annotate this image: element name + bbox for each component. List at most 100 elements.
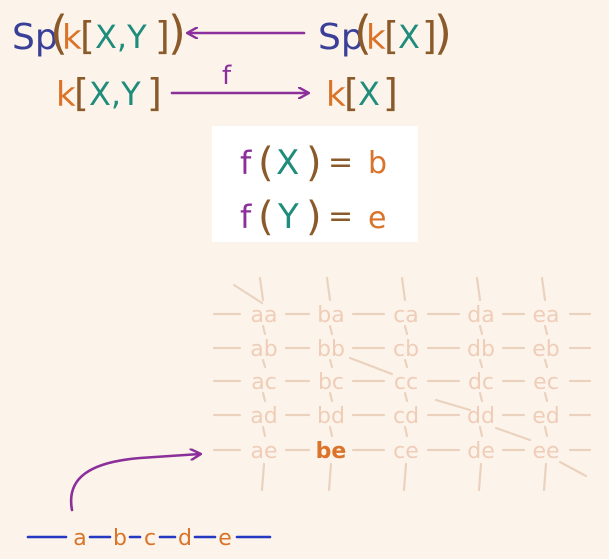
grid-vertical-segment bbox=[478, 425, 484, 438]
grid-vertical-segment bbox=[475, 276, 482, 302]
grid-vertical-segment bbox=[403, 324, 409, 336]
grid-vertical-segment bbox=[478, 324, 484, 336]
grid-label: ac bbox=[251, 370, 277, 395]
grid-label: ae bbox=[250, 439, 277, 464]
top-right-k: k bbox=[366, 18, 386, 58]
middle-row: k [ X,Y ] f k [ X ] bbox=[56, 61, 398, 115]
grid-label: cb bbox=[393, 337, 419, 362]
grid-vertical-segment bbox=[261, 324, 267, 336]
grid-label: de bbox=[467, 439, 495, 464]
top-right-close-paren: ) bbox=[434, 6, 452, 60]
grid-vertical-segment bbox=[403, 425, 409, 438]
top-right-close-bracket: ] bbox=[422, 14, 437, 58]
grid-vertical-segment bbox=[478, 358, 484, 369]
grid-label: cc bbox=[394, 370, 418, 395]
grid-vertical-segment bbox=[478, 391, 484, 403]
grid-vertical-segment bbox=[328, 391, 334, 403]
grid-vertical-segment bbox=[261, 358, 267, 369]
grid-label: bc bbox=[318, 370, 344, 395]
eq2-equals: = bbox=[328, 199, 353, 234]
mid-right-k: k bbox=[326, 75, 346, 115]
grid-vertical-segment bbox=[403, 391, 409, 403]
grid-vertical-segment bbox=[543, 425, 549, 438]
mid-left-k: k bbox=[56, 75, 76, 115]
top-left-close-paren: ) bbox=[168, 6, 186, 60]
grid-label: ee bbox=[532, 439, 559, 464]
eq2-close-paren: ) bbox=[306, 194, 322, 240]
grid-vertical-segment bbox=[328, 425, 334, 438]
top-right-open-paren: ( bbox=[354, 6, 372, 60]
grid-vertical-segment bbox=[402, 462, 408, 492]
definition-box: f ( X ) = b f ( Y ) = e bbox=[212, 126, 418, 242]
line-point-label: c bbox=[144, 526, 156, 551]
top-left-open-paren: ( bbox=[50, 6, 68, 60]
grid-lines bbox=[212, 276, 592, 492]
embedding-arrow bbox=[69, 454, 200, 512]
grid-label: aa bbox=[251, 303, 278, 328]
top-left-vars: X,Y bbox=[95, 18, 147, 56]
grid-vertical-segment bbox=[477, 462, 483, 492]
mid-left-open-bracket: [ bbox=[74, 71, 89, 115]
grid-diagonal-segment bbox=[348, 356, 394, 376]
definition-box-bg bbox=[212, 126, 418, 242]
eq1-val: b bbox=[368, 146, 387, 181]
eq2-open-paren: ( bbox=[258, 194, 274, 240]
eq2-f: f bbox=[240, 198, 252, 236]
grid-diagonal-segment bbox=[494, 426, 532, 442]
mid-right-open-bracket: [ bbox=[344, 71, 359, 115]
grid-vertical-segment bbox=[328, 358, 334, 369]
grid-label: ce bbox=[393, 439, 419, 464]
grid-label: da bbox=[467, 303, 494, 328]
mid-right-close-bracket: ] bbox=[383, 71, 398, 115]
eq2-var: Y bbox=[277, 197, 299, 237]
top-left-sp: Sp bbox=[12, 17, 58, 58]
eq1-close-paren: ) bbox=[306, 140, 322, 186]
top-right-open-bracket: [ bbox=[384, 14, 399, 58]
eq1-open-paren: ( bbox=[258, 140, 274, 186]
line-point-label: a bbox=[73, 526, 86, 551]
eq1-equals: = bbox=[328, 145, 353, 180]
top-right-vars: X bbox=[398, 18, 420, 56]
top-left-close-bracket: ] bbox=[155, 14, 170, 58]
mid-left-vars: X,Y bbox=[89, 75, 141, 113]
grid-label: ed bbox=[532, 404, 560, 429]
grid-label: dc bbox=[468, 370, 494, 395]
grid-label: ab bbox=[250, 337, 277, 362]
grid-label: eb bbox=[532, 337, 560, 362]
grid-label-highlight: be bbox=[316, 439, 347, 464]
grid-vertical-segment bbox=[403, 358, 409, 369]
grid-vertical-segment bbox=[540, 276, 547, 302]
top-left-open-bracket: [ bbox=[80, 14, 95, 58]
grid-label: ba bbox=[317, 303, 344, 328]
grid-label: ca bbox=[393, 303, 419, 328]
top-right-sp: Sp bbox=[318, 17, 364, 58]
grid-diagonal-segment bbox=[232, 283, 264, 305]
grid-vertical-segment bbox=[258, 276, 265, 302]
grid-vertical-segment bbox=[400, 276, 407, 302]
grid-vertical-segment bbox=[327, 462, 333, 492]
eq1-f: f bbox=[240, 144, 252, 182]
line-point-label: d bbox=[178, 526, 192, 551]
grid-vertical-segment bbox=[543, 391, 549, 403]
grid-vertical-segment bbox=[261, 391, 267, 403]
eq2-val: e bbox=[368, 201, 386, 236]
grid-vertical-segment bbox=[328, 324, 334, 336]
grid-diagonal-segment bbox=[434, 398, 472, 412]
mid-right-vars: X bbox=[358, 75, 380, 113]
line-point-label: b bbox=[113, 526, 127, 551]
grid-vertical-segment bbox=[542, 462, 548, 492]
grid-vertical-segment bbox=[543, 358, 549, 369]
grid-vertical-segment bbox=[260, 462, 266, 492]
line-point-label: e bbox=[218, 526, 232, 551]
grid-label: ad bbox=[250, 404, 277, 429]
grid-label: bd bbox=[317, 404, 345, 429]
grid-label: cd bbox=[393, 404, 419, 429]
grid-label: bb bbox=[317, 337, 345, 362]
grid-label: ec bbox=[533, 370, 559, 395]
grid-diagonal-segment bbox=[558, 460, 588, 478]
map-label-f: f bbox=[222, 61, 232, 91]
